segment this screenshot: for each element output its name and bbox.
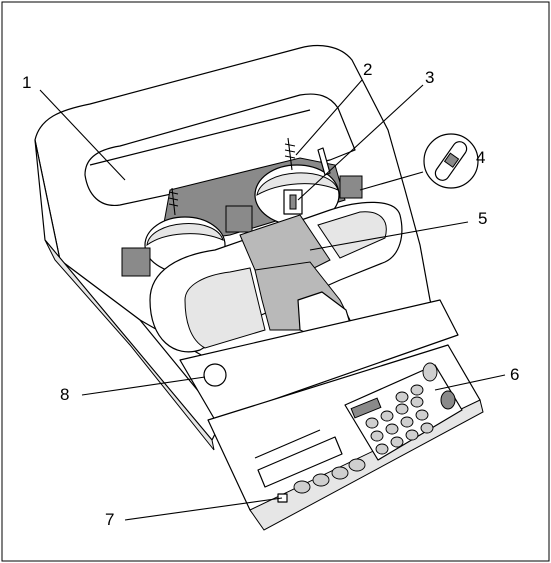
leader-8 <box>81 376 206 396</box>
keypad-key <box>400 416 414 428</box>
key-bottom-4 <box>348 458 366 472</box>
display-window <box>257 436 343 488</box>
left-block <box>121 247 151 277</box>
leader-1 <box>39 89 126 181</box>
keypad-key <box>410 384 424 396</box>
callout-labels: 1 2 3 4 5 6 7 8 <box>22 60 519 529</box>
leader-3 <box>297 84 424 201</box>
keypad-key <box>385 423 399 435</box>
leader-6 <box>434 374 506 391</box>
lid-front <box>84 93 356 206</box>
keypad-key <box>365 417 379 429</box>
left-drum-face <box>146 223 224 247</box>
leader-lines <box>39 79 506 521</box>
right-pin <box>317 147 331 176</box>
keypad-key <box>395 403 409 415</box>
cuvette <box>289 194 297 210</box>
keypad-key <box>380 410 394 422</box>
keypad-label-key <box>350 397 382 419</box>
cuvette-inset-icon <box>423 133 479 189</box>
front-cover-recess <box>184 267 266 349</box>
front-cover <box>149 201 403 353</box>
callout-3: 3 <box>425 68 434 87</box>
key-bottom-1 <box>293 480 311 494</box>
keypad-top-key-1 <box>422 362 438 382</box>
leader-4 <box>359 171 424 191</box>
panel-brand-strip <box>254 429 321 459</box>
left-side-shadow <box>44 239 215 451</box>
control-panel <box>179 299 484 531</box>
keypad-key <box>395 391 409 403</box>
keypad-key <box>415 409 429 421</box>
front-cover-recess-right <box>317 211 387 259</box>
keypad-key <box>405 429 419 441</box>
right-drum-face <box>256 172 339 196</box>
leader-5 <box>309 221 469 251</box>
keypad-key <box>420 422 434 434</box>
callout-1: 1 <box>22 73 31 92</box>
power-switch <box>277 493 288 503</box>
left-spring <box>168 187 179 216</box>
callout-7: 7 <box>105 510 114 529</box>
panel-top-face <box>179 299 459 421</box>
keypad-key <box>390 436 404 448</box>
key-bottom-3 <box>331 466 349 480</box>
keypad-grid <box>365 384 434 455</box>
callout-8: 8 <box>60 385 69 404</box>
callout-4: 4 <box>476 148 485 167</box>
callout-6: 6 <box>510 365 519 384</box>
keypad-key <box>410 396 424 408</box>
callout-5: 5 <box>478 209 487 228</box>
right-spring <box>284 137 296 171</box>
callout-2: 2 <box>363 60 372 79</box>
key-bottom-2 <box>312 473 330 487</box>
lid-upper-ridge <box>89 109 311 166</box>
leader-7 <box>124 497 283 521</box>
right-block <box>339 175 363 199</box>
keypad-key <box>370 430 384 442</box>
indicator-button <box>203 363 227 387</box>
keypad-key <box>375 443 389 455</box>
center-block <box>225 205 253 233</box>
keypad-top-key-2 <box>440 390 456 410</box>
leader-2 <box>295 79 363 156</box>
